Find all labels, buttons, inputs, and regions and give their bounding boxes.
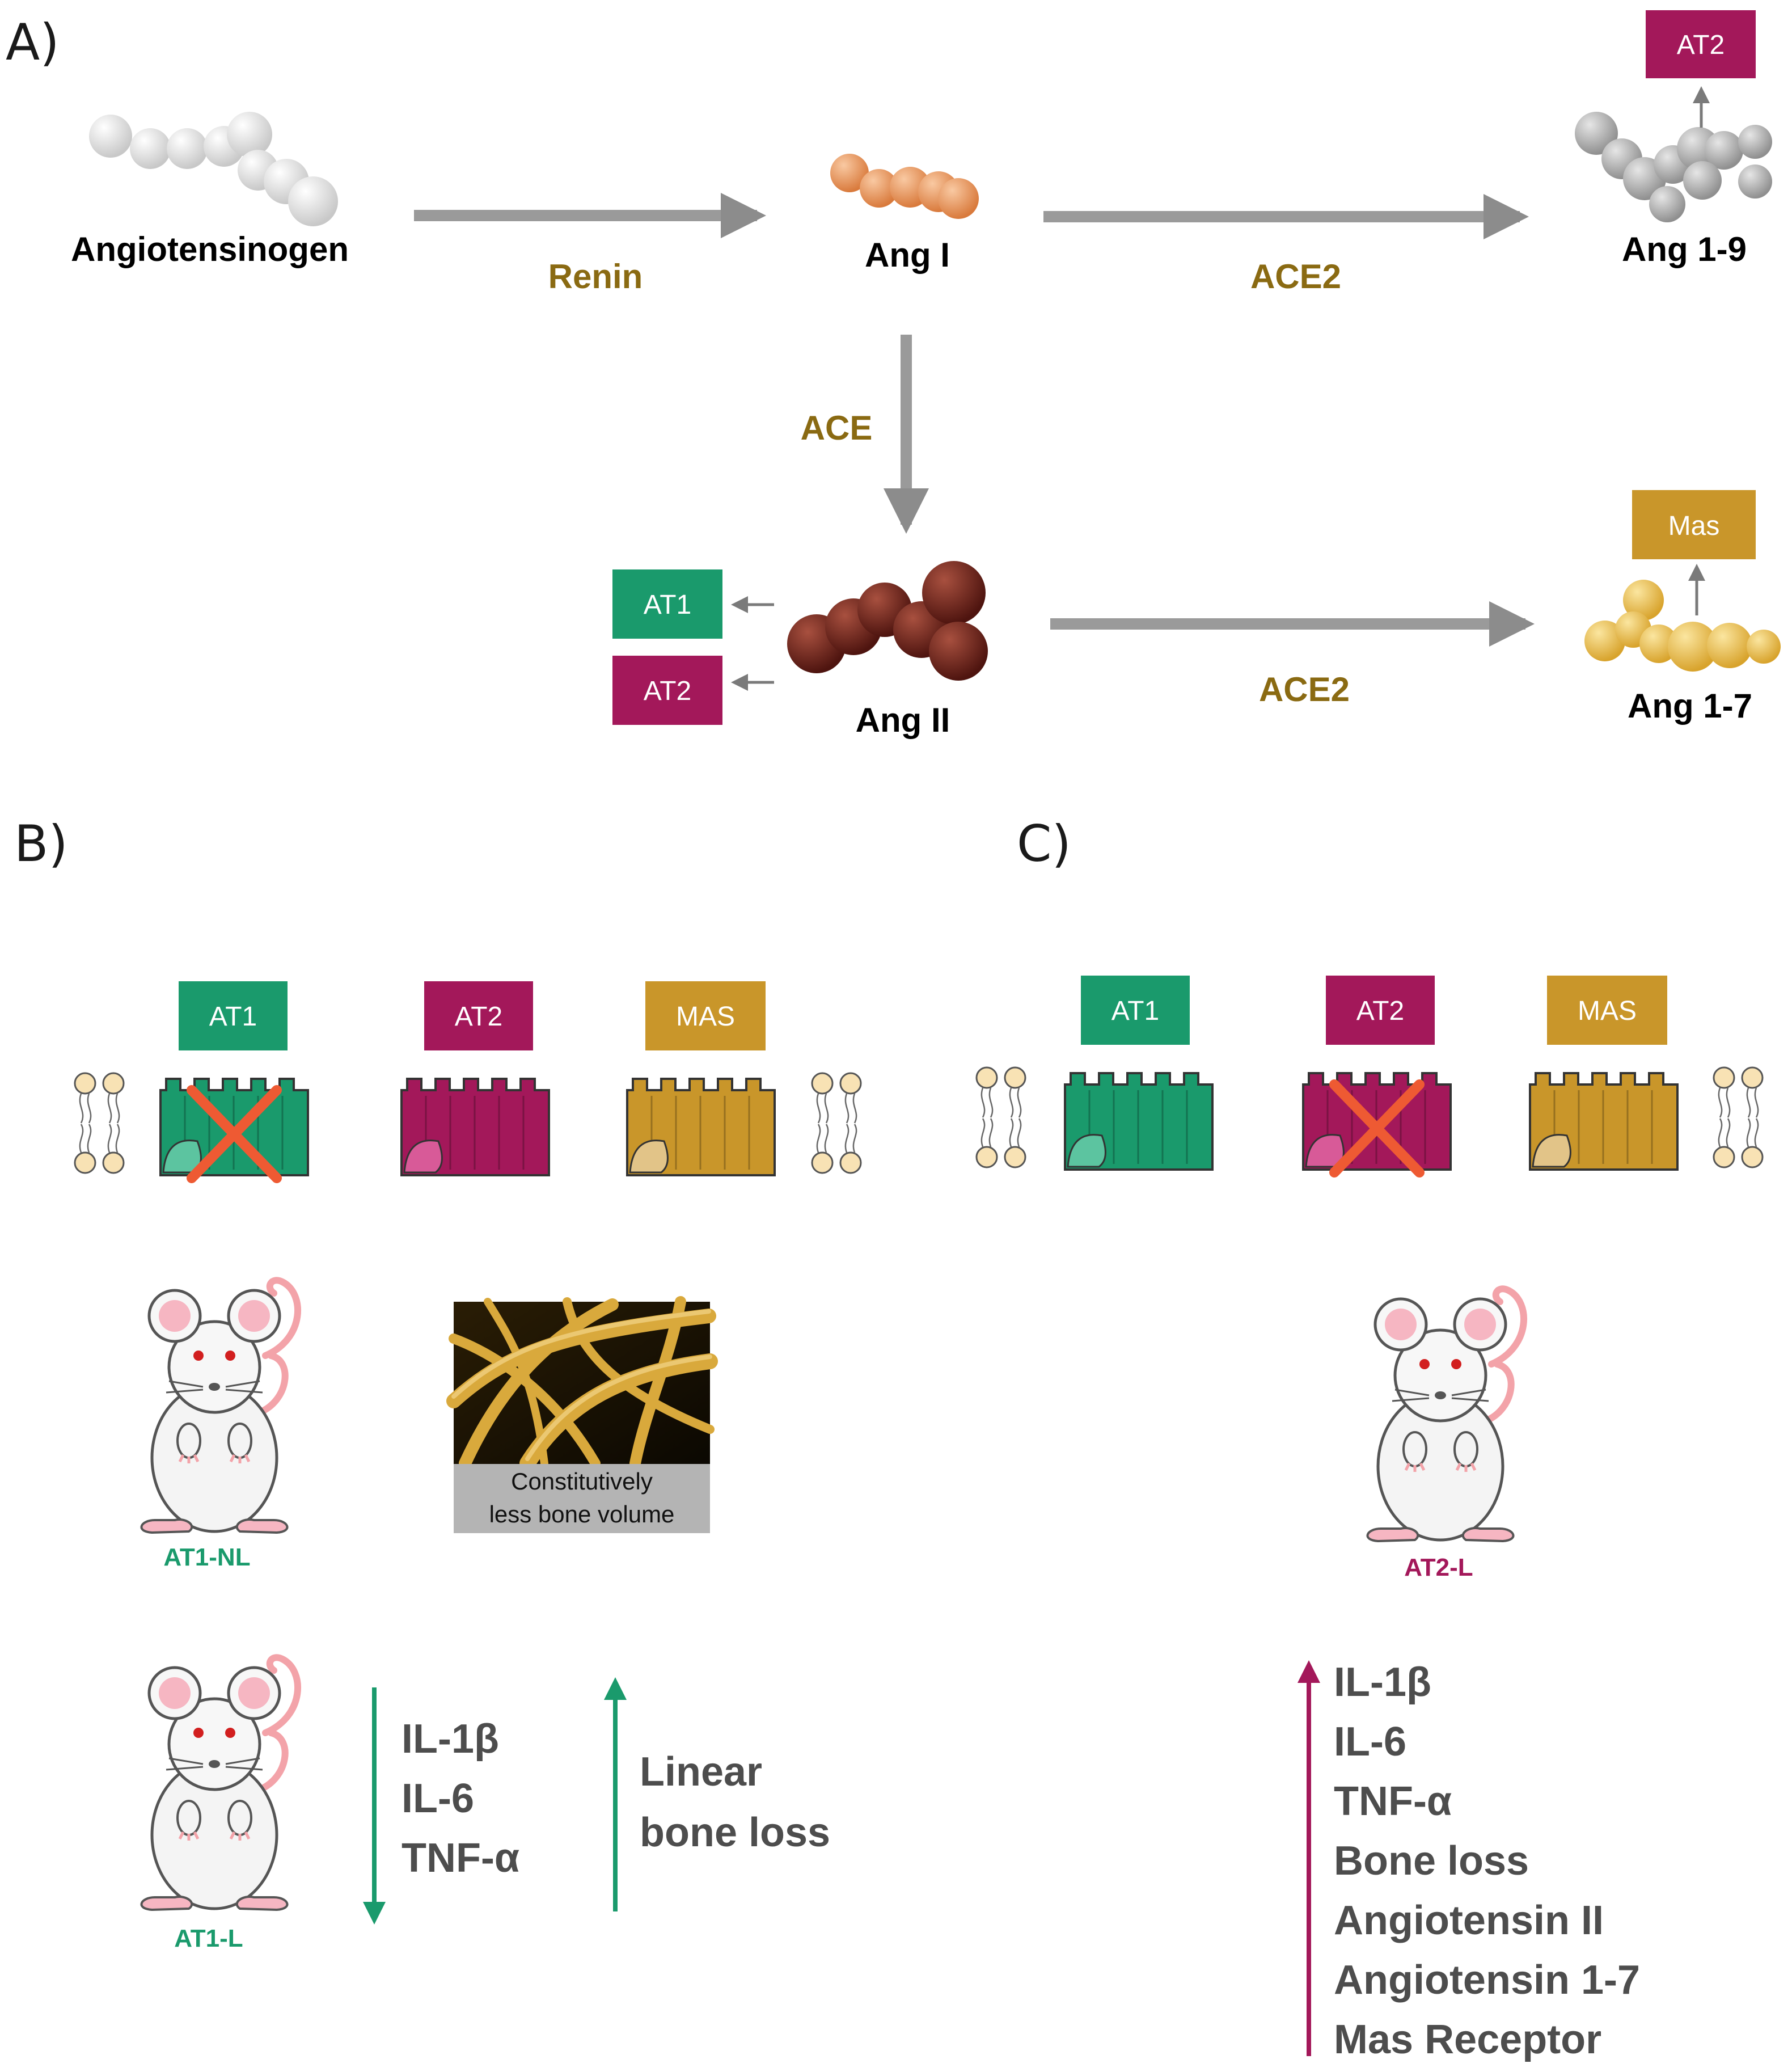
panel-b-up-item-1: Linear	[640, 1749, 762, 1795]
panel-c-up-item-7: Mas Receptor	[1334, 2017, 1601, 2062]
panel-b-mas-label: MAS	[676, 1002, 735, 1032]
ace2-top-label: ACE2	[1250, 258, 1341, 296]
panel-c-ligand-pocket	[1532, 1134, 1571, 1168]
ang-ii-at2-label: AT2	[644, 676, 691, 706]
renin-label: Renin	[548, 258, 643, 296]
panel-b-down-item-1: IL-1β	[401, 1716, 499, 1762]
ace2-bottom-label: ACE2	[1259, 670, 1350, 708]
panel-c-up-item-6: Angiotensin 1-7	[1334, 1957, 1640, 2003]
angiotensinogen-label: Angiotensinogen	[71, 230, 349, 268]
panel-b-ligand-pocket	[629, 1140, 669, 1174]
panel-b-mouse-l	[141, 1657, 298, 1910]
angiotensinogen-molecule	[89, 112, 338, 226]
panel-c-label: C)	[1017, 815, 1071, 873]
ang-ii-molecule	[787, 561, 988, 681]
panel-c-at1-label: AT1	[1111, 996, 1159, 1026]
panel-b-ligand-pocket	[403, 1140, 443, 1174]
ang-1-7-receptor-box	[1632, 490, 1756, 559]
panel-c-lipid-unit	[975, 1066, 1026, 1168]
panel-c-mouse-label: AT2-L	[1404, 1554, 1473, 1581]
panel-b-mouse-l-label: AT1-L	[174, 1925, 243, 1952]
panel-b-at1-box	[179, 981, 288, 1050]
panel-b-label: B)	[14, 815, 68, 873]
bone-caption-line1: Constitutively	[511, 1468, 653, 1495]
panel-c-membrane	[975, 1066, 1764, 1178]
panel-b-down-item-3: TNF-α	[401, 1835, 519, 1881]
panel-c-at1-box	[1081, 976, 1190, 1045]
panel-b-down-item-2: IL-6	[401, 1776, 474, 1821]
panel-b-up-item-2: bone loss	[640, 1810, 830, 1855]
ang-i-label: Ang I	[865, 236, 950, 274]
ace-label: ACE	[801, 409, 873, 447]
panel-b-mas-box	[645, 981, 766, 1050]
panel-b-lipid-unit	[811, 1072, 862, 1174]
panel-c-ligand-pocket	[1067, 1134, 1106, 1168]
panel-c-mas-label: MAS	[1578, 996, 1637, 1026]
panel-b-at2-label: AT2	[455, 1002, 502, 1032]
ang-1-7-label: Ang 1-7	[1628, 687, 1752, 725]
panel-c-at2-label: AT2	[1356, 996, 1404, 1026]
ang-1-9-molecule	[1575, 112, 1772, 222]
panel-b-lipid-unit	[74, 1072, 125, 1174]
ang-ii-at1-label: AT1	[644, 590, 691, 620]
panel-a-label: A)	[6, 13, 60, 71]
panel-b-at1-label: AT1	[209, 1002, 257, 1032]
panel-b-membrane	[74, 1072, 862, 1183]
ang-1-9-receptor-box	[1646, 10, 1756, 78]
panel-c-up-item-1: IL-1β	[1334, 1660, 1431, 1705]
panel-c-knockout-cross	[1329, 1079, 1425, 1178]
panel-c-up-item-5: Angiotensin II	[1334, 1898, 1604, 1943]
panel-c-at2-box	[1326, 976, 1435, 1045]
panel-b-knockout-cross	[187, 1085, 282, 1183]
ang-1-9-label: Ang 1-9	[1622, 230, 1747, 268]
ang-i-molecule	[830, 154, 979, 219]
ang-1-7-receptor-label: Mas	[1668, 511, 1720, 541]
panel-c-mas-box	[1547, 976, 1667, 1045]
ang-1-7-molecule	[1584, 580, 1781, 672]
bone-caption-line2: less bone volume	[489, 1501, 675, 1527]
panel-b-at2-box	[424, 981, 533, 1050]
panel-c-up-item-3: TNF-α	[1334, 1779, 1452, 1824]
panel-b-mouse-nl	[141, 1280, 298, 1533]
ang-ii-at1-box	[612, 569, 722, 639]
panel-c-up-item-2: IL-6	[1334, 1719, 1406, 1765]
ang-ii-at2-box	[612, 656, 722, 725]
panel-c-lipid-unit	[1713, 1066, 1764, 1168]
panel-c-up-item-4: Bone loss	[1334, 1838, 1529, 1884]
panel-c-mouse	[1367, 1289, 1524, 1541]
ang-ii-label: Ang II	[856, 701, 950, 739]
bone-volume-image	[446, 1296, 718, 1533]
ang-1-9-receptor-label: AT2	[1677, 30, 1725, 60]
panel-b-mouse-nl-label: AT1-NL	[163, 1543, 250, 1571]
